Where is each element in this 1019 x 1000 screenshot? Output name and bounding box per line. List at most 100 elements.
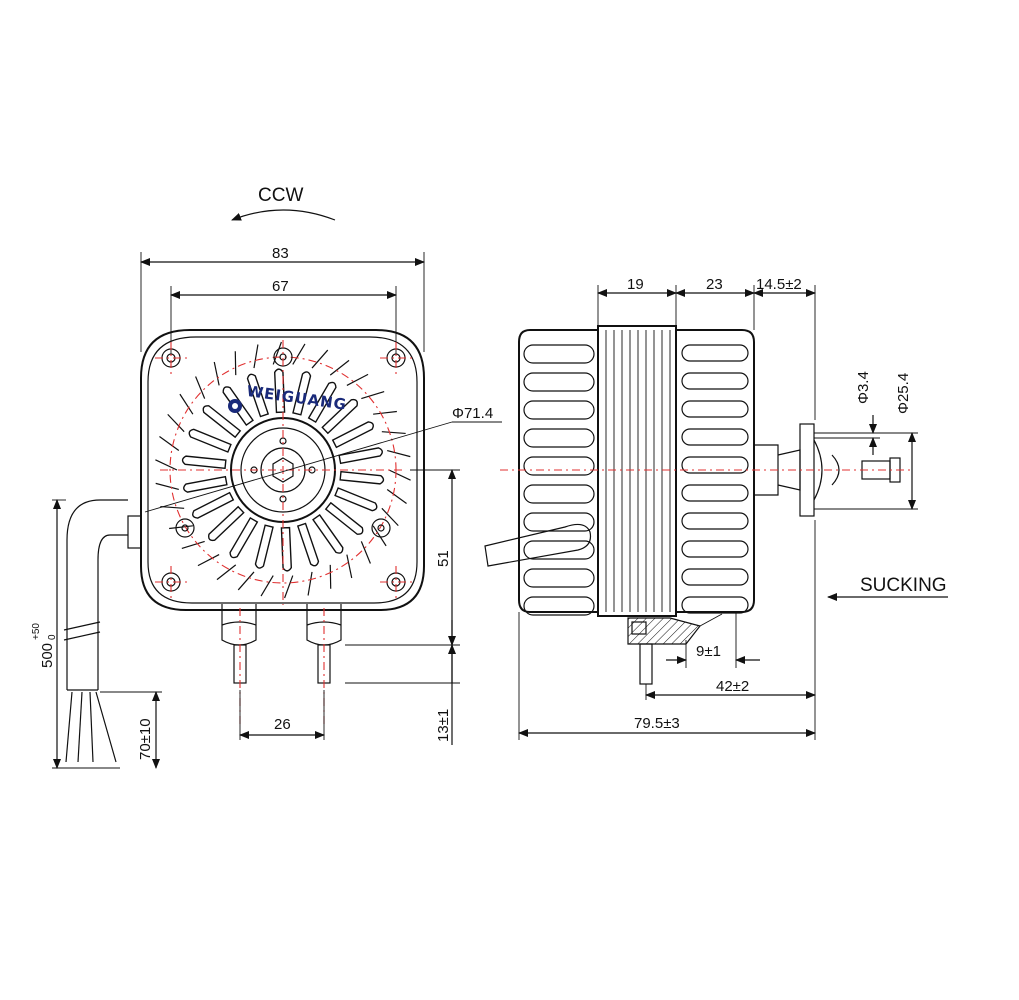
outer-fin — [388, 469, 411, 481]
outer-fin — [159, 436, 180, 452]
side-fin-rear — [681, 344, 749, 362]
rotation-label: CCW — [258, 185, 303, 206]
outer-fin — [181, 540, 205, 549]
side-fin-rear — [681, 512, 749, 530]
outer-fin — [216, 564, 237, 581]
side-fin-rear — [681, 540, 749, 558]
dim-cable-tol-upper: +50 — [31, 623, 42, 640]
side-fin-front — [523, 400, 595, 420]
fin — [292, 371, 312, 416]
outer-fin — [169, 525, 193, 530]
airflow-label: SUCKING — [860, 575, 947, 596]
side-fin-rear — [681, 456, 749, 474]
side-fin-front — [523, 372, 595, 392]
outer-fin — [329, 359, 350, 376]
fin — [339, 470, 385, 485]
dim-mount-offset: 9±1 — [696, 643, 721, 660]
fin — [280, 526, 293, 572]
fin — [229, 516, 259, 559]
fin — [246, 373, 270, 418]
center-marks — [155, 340, 412, 605]
side-fin-front — [523, 596, 595, 616]
outer-fin — [155, 482, 179, 491]
side-view: 19 23 14.5±2 Φ3.4 Φ25.4 — [484, 276, 948, 740]
outer-fin — [381, 431, 406, 435]
outer-fin — [213, 361, 220, 386]
outer-fin — [155, 459, 178, 471]
outer-fin — [346, 373, 369, 386]
outer-fin — [195, 376, 206, 399]
side-fin-front — [523, 484, 595, 504]
cable-gland — [127, 515, 142, 549]
outer-fin — [311, 349, 329, 369]
outer-fin — [160, 505, 185, 509]
outer-fin — [386, 488, 407, 504]
fin — [202, 405, 242, 439]
outer-fin — [372, 525, 387, 547]
outer-fin — [346, 554, 353, 579]
dim-rear-section: 23 — [706, 276, 723, 293]
front-shell — [518, 329, 599, 613]
side-fin-rear — [681, 428, 749, 446]
fin — [307, 381, 337, 424]
shaft-hex — [272, 457, 294, 483]
side-fin-rear — [681, 568, 749, 586]
dim-hub-dia: Φ25.4 — [895, 373, 912, 414]
side-fins — [523, 344, 749, 616]
fin — [254, 524, 274, 569]
fin — [208, 505, 245, 542]
outer-fin — [179, 393, 194, 415]
dim-mount-to-shaft: 42±2 — [716, 678, 749, 695]
fin — [188, 428, 232, 453]
dim-terminal-length: 13±1 — [435, 709, 452, 742]
dim-hole-to-bottom: 51 — [435, 550, 452, 567]
side-fin-front — [523, 428, 595, 448]
front-view: 83 67 — [31, 245, 502, 769]
side-fin-rear — [681, 400, 749, 418]
outer-fin — [260, 575, 274, 597]
side-fin-rear — [681, 484, 749, 502]
stator-laminations — [605, 330, 671, 612]
side-fin-front — [523, 344, 595, 364]
rotation-indicator: CCW — [231, 185, 336, 221]
outer-fin — [292, 343, 306, 365]
dim-bolt-circle: Φ71.4 — [452, 405, 493, 422]
outer-fin — [361, 391, 385, 400]
outer-fin — [237, 571, 255, 591]
dim-wire-strip: 70±10 — [137, 718, 154, 760]
side-fin-rear — [681, 596, 749, 614]
outer-fin — [307, 571, 313, 596]
dim-cable-length: 500 — [39, 643, 56, 668]
side-fin-front — [523, 512, 595, 532]
dim-shaft-dia: Φ3.4 — [855, 371, 872, 404]
outer-fin — [373, 410, 397, 415]
dim-terminal-spacing: 26 — [274, 716, 291, 733]
fin — [312, 513, 344, 554]
fin — [296, 522, 320, 567]
dim-width-overall: 83 — [272, 245, 289, 262]
outer-fin — [253, 344, 259, 369]
outer-fin — [387, 449, 411, 458]
motor-housing — [140, 329, 425, 611]
cooling-fins — [155, 341, 411, 599]
dim-front-flange: 19 — [627, 276, 644, 293]
outer-fin — [284, 575, 294, 599]
fin — [321, 398, 358, 435]
fin — [331, 421, 374, 449]
dim-hole-spacing: 67 — [272, 278, 289, 295]
side-fin-front — [523, 540, 595, 560]
fin — [183, 475, 228, 493]
fin — [338, 447, 383, 465]
fin — [181, 455, 227, 470]
outer-fin — [197, 554, 220, 567]
fin — [334, 487, 378, 512]
side-fin-front — [523, 456, 595, 476]
outer-fin — [167, 413, 185, 433]
fin — [324, 501, 364, 535]
dim-cable-tol-lower: 0 — [47, 634, 58, 640]
dim-shaft-protrusion: 14.5±2 — [756, 276, 802, 293]
side-fin-rear — [681, 372, 749, 390]
stator-stack — [597, 325, 677, 617]
outer-fin — [360, 541, 371, 564]
